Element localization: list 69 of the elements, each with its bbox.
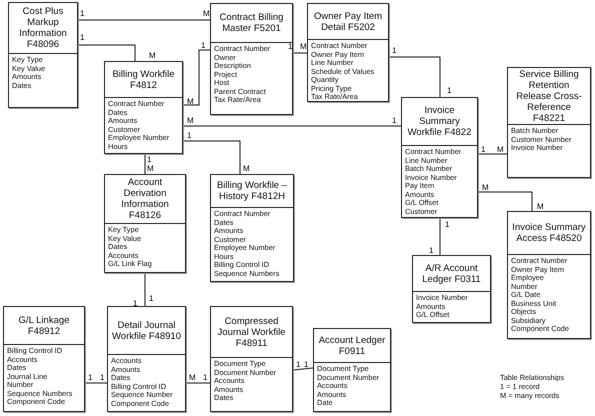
table-title: Detail Journal Workfile F48910 [108,307,185,355]
cardinality-label: M [147,164,154,173]
table-title: Billing Workfile F4812 [105,62,182,98]
cardinality-label: 1 [481,145,486,154]
cardinality-label: 1 [429,246,434,255]
relationship-line [186,382,210,384]
cardinality-label: M [189,373,196,382]
cardinality-label: 1 [100,373,104,382]
table-box [507,67,591,178]
relationship-line [144,154,146,174]
table-title: Billing Workfile – History F4812H [211,175,293,208]
cardinality-label: 1 [392,116,396,125]
cardinality-label: M [149,51,156,60]
table-box [210,3,293,115]
cardinality-label: 1 [187,131,192,140]
cardinality-label: 1 [392,46,396,55]
cardinality-label: 1 [445,220,450,229]
cardinality-label: 1 [133,299,138,308]
cardinality-label: 1 [203,373,208,382]
relationship-line [78,44,136,62]
cardinality-label: M [537,202,544,211]
cardinality-label: 1 [288,42,292,51]
table-title: A/R Account Ledger F0311 [413,256,490,292]
table-box [307,3,389,102]
table-title: Account Ledger F0911 [314,329,390,363]
cardinality-label: M [203,9,210,18]
relationship-line [182,140,240,174]
cardinality-label: M [187,97,194,106]
table-box [8,2,78,108]
relationship-line [144,272,146,306]
table-box [412,255,491,323]
table-title: Owner Pay Item Detail F5202 [308,4,388,40]
relationship-line [182,50,210,106]
cardinality-label: 1 [304,360,308,369]
cardinality-label: M [243,164,250,173]
cardinality-label: M [300,42,307,51]
table-box [107,306,186,412]
relationship-line [478,192,532,212]
relationship-line [292,368,314,370]
cardinality-label: 1 [88,373,92,382]
relationship-line [292,52,308,54]
cardinality-label: M [482,183,489,192]
table-title: Invoice Summary Workfile F4822 [402,98,477,146]
cardinality-label: 1 [80,33,84,42]
table-box [3,306,85,412]
table-title: Service Billing Retention Release Cross-Reference F48221 [508,68,590,125]
table-box [507,211,591,339]
cardinality-label: 1 [80,9,84,18]
table-box [104,61,183,154]
relationship-line [388,56,440,98]
table-title: Contract Billing Master F5201 [211,4,292,43]
cardinality-label: 1 [147,155,152,164]
relationship-line [84,382,108,384]
table-title: Account Derivation Information F48126 [105,175,185,224]
cardinality-label: M [187,116,194,125]
table-title: G/L Linkage F48912 [4,307,84,345]
cardinality-label: 1 [149,294,154,303]
table-box [104,174,186,273]
table-box [401,97,478,218]
table-box [313,328,391,412]
cardinality-label: 1 [447,86,452,95]
cardinality-label: M [497,145,504,154]
cardinality-label: 1 [201,41,206,50]
table-box [210,306,293,412]
table-box [210,174,294,282]
cardinality-label: 1 [296,360,300,369]
table-title: Invoice Summary Access F48520 [508,212,590,255]
table-title: Compressed Journal Workfile F48911 [211,307,292,358]
table-title: Cost Plus Markup Information F48096 [9,3,77,54]
